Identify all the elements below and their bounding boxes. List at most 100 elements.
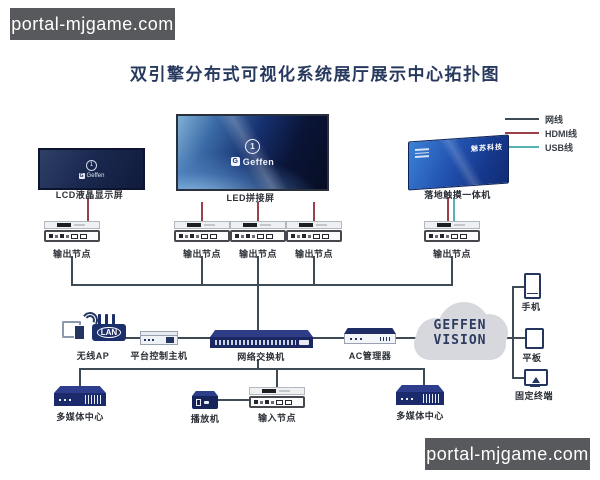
device-top — [424, 221, 480, 229]
network-cable-swatch — [505, 118, 539, 120]
device-front — [140, 335, 178, 345]
media-center-right-label: 多媒体中心 — [396, 411, 444, 421]
input-node-label: 输入节点 — [257, 413, 296, 423]
device-ports — [249, 396, 305, 408]
legend-item-hdmi: HDMI线 — [505, 126, 577, 140]
device-top — [249, 387, 305, 395]
device-ports — [286, 230, 342, 242]
network-stub-phone — [514, 286, 524, 288]
usb-cable-touch — [453, 197, 455, 221]
network-cable-node4 — [313, 256, 315, 284]
platform-control-host — [140, 331, 178, 345]
cloud-text: GEFFEN VISION — [412, 318, 508, 348]
antenna-icon — [112, 314, 115, 326]
legend-label: 网线 — [545, 114, 564, 125]
vents-detail — [423, 394, 439, 403]
network-bus-top — [71, 284, 453, 286]
output-node-1 — [44, 221, 100, 242]
tag-detail — [454, 224, 465, 226]
fixed-terminal-stand — [530, 384, 540, 387]
chip-detail — [299, 223, 313, 227]
output-node-label: 输出节点 — [238, 249, 277, 259]
diagram-title: 双引擎分布式可视化系统展厅展示中心拓扑图 — [130, 65, 500, 84]
switch-ports-detail — [215, 340, 296, 345]
chip-detail — [57, 223, 71, 227]
triangle-icon — [532, 377, 540, 383]
media-center-left-label: 多媒体中心 — [56, 412, 104, 422]
tag-detail — [316, 224, 327, 226]
legend-item-usb: USB线 — [505, 140, 577, 154]
touch-screen-text: 魅苏科技 — [471, 143, 503, 154]
output-node-4 — [286, 221, 342, 242]
output-node-label: 输出节点 — [294, 249, 333, 259]
device-front — [192, 396, 218, 409]
device-top — [210, 330, 313, 337]
device-top — [344, 328, 396, 334]
led-screen: 1 G Geffen — [176, 114, 329, 191]
player-label: 播放机 — [190, 414, 220, 424]
output-node-label: 输出节点 — [52, 249, 91, 259]
network-switch — [210, 330, 313, 348]
input-node — [249, 387, 305, 408]
device-top — [174, 221, 230, 229]
player-device — [192, 391, 218, 409]
control-host-label: 平台控制主机 — [130, 351, 188, 361]
vents-detail — [85, 395, 101, 404]
lcd-label: LCD液晶显示屏 — [55, 190, 124, 200]
circle-one-icon: 1 — [245, 138, 260, 154]
usb-cable-swatch — [505, 146, 539, 148]
lan-router: LAN — [92, 324, 126, 341]
switch-badge-detail — [299, 340, 309, 345]
device-top — [54, 386, 106, 393]
chip-detail — [437, 223, 451, 227]
network-cable-node3 — [257, 256, 259, 284]
network-cable-to-switch — [257, 286, 259, 330]
lcd-brand: G Geffen — [78, 172, 105, 179]
cable-player-to-input — [218, 399, 250, 401]
legend: 网线 HDMI线 USB线 — [505, 112, 577, 154]
output-node-label: 输出节点 — [432, 249, 471, 259]
led-brand-text: Geffen — [242, 156, 275, 167]
network-line-middle-row — [126, 337, 526, 339]
port-detail — [204, 401, 209, 404]
tablet-label: 平板 — [522, 353, 542, 363]
chip-detail — [262, 389, 276, 393]
hdmi-cable-lcd — [87, 198, 89, 221]
antenna-icon — [105, 314, 108, 326]
wireless-ap-label: 无线AP — [76, 351, 110, 361]
cloud-line2: VISION — [433, 333, 487, 348]
hdmi-cable-led-1 — [201, 202, 203, 221]
device-top — [230, 221, 286, 229]
port-detail — [196, 399, 201, 406]
hdmi-cable-led-3 — [313, 202, 315, 221]
device-front — [344, 334, 396, 344]
tag-detail — [260, 224, 271, 226]
cloud-base — [414, 328, 506, 360]
lan-text: LAN — [96, 327, 122, 338]
device-ports — [174, 230, 230, 242]
lcd-brand-text: Geffen — [86, 172, 105, 179]
port-marks-detail — [380, 336, 390, 341]
device-front — [210, 337, 313, 348]
tag-detail — [74, 224, 85, 226]
network-cable-node5 — [451, 256, 453, 284]
cloud-line1: GEFFEN — [433, 318, 487, 333]
hdmi-cable-swatch — [505, 132, 539, 134]
phone-label: 手机 — [521, 302, 541, 312]
network-cable-media-left — [79, 370, 81, 388]
device-front — [396, 392, 444, 405]
tag-detail — [279, 390, 290, 392]
media-center-left — [54, 386, 106, 406]
ac-manager-label: AC管理器 — [348, 351, 392, 361]
client-phone-icon — [74, 325, 85, 340]
fixed-terminal-label: 固定终端 — [514, 391, 553, 401]
network-stub-fixed — [514, 377, 524, 379]
chip-detail — [243, 223, 257, 227]
network-bus-bottom — [79, 368, 425, 370]
output-node-3 — [230, 221, 286, 242]
chip-detail — [187, 223, 201, 227]
device-ports — [230, 230, 286, 242]
device-top — [286, 221, 342, 229]
phone-icon — [524, 273, 541, 299]
network-cable-switch-down — [257, 359, 259, 369]
